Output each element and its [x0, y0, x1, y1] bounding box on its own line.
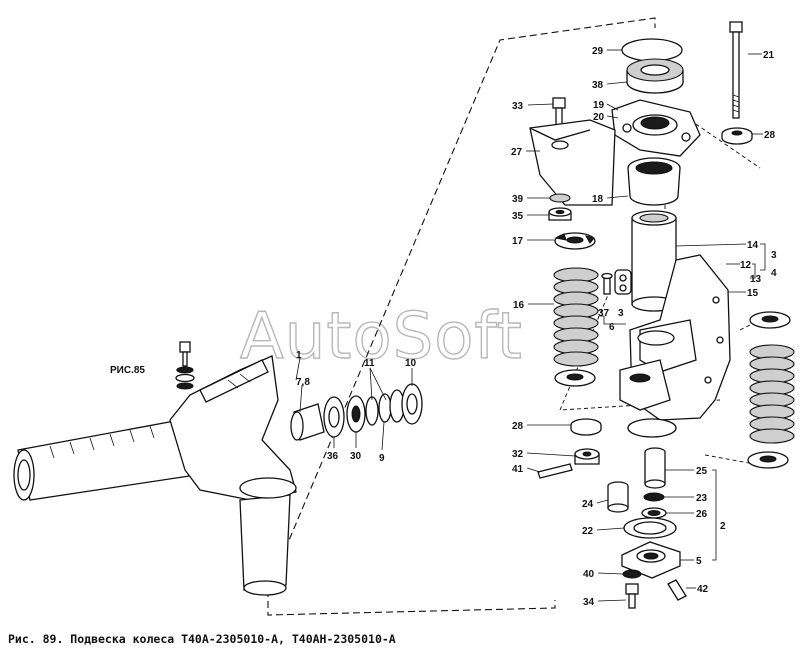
part-35-nut — [548, 207, 572, 221]
callout-labels: 29 21 38 33 19 20 28 27 18 39 35 17 14 3… — [296, 46, 777, 608]
callout-1: 1 — [296, 350, 302, 361]
callout-19: 19 — [593, 100, 605, 111]
callout-36: 36 — [327, 451, 339, 462]
part-26-ring — [641, 507, 667, 519]
part-27-cover — [529, 119, 616, 206]
figure-caption: Рис. 89. Подвеска колеса Т40А-2305010-А,… — [8, 632, 396, 646]
callout-32: 32 — [512, 449, 524, 460]
callout-25: 25 — [696, 466, 708, 477]
callout-40: 40 — [583, 569, 595, 580]
callout-28-top: 28 — [764, 130, 776, 141]
callout-41: 41 — [512, 464, 524, 475]
callout-2: 2 — [720, 521, 726, 532]
part-24-bushing — [607, 481, 629, 513]
part-19-flange — [611, 99, 701, 157]
part-17-spring-seat — [554, 232, 596, 250]
part-42-pin — [667, 579, 687, 601]
part-12-knuckle — [619, 254, 731, 421]
callout-30: 30 — [350, 451, 362, 462]
callout-3-small: 3 — [618, 308, 624, 319]
reference-bolt-stack — [175, 341, 195, 390]
callout-3: 3 — [771, 250, 777, 261]
part-28-washer-mid — [570, 418, 602, 436]
callout-39: 39 — [512, 194, 524, 205]
part-34-bolt — [625, 583, 639, 609]
part-5-bottom-cover — [621, 541, 681, 579]
callout-11: 11 — [364, 358, 375, 369]
callout-9: 9 — [379, 453, 385, 464]
callout-35: 35 — [512, 211, 524, 222]
callout-27: 27 — [511, 147, 523, 158]
callout-20: 20 — [593, 112, 605, 123]
part-41-cotter-pin — [537, 463, 573, 479]
part-40-washer — [622, 569, 642, 579]
bushing-stack — [290, 383, 423, 441]
callout-17: 17 — [512, 236, 524, 247]
part-32-nut — [574, 448, 600, 465]
part-28-washer-top — [721, 127, 753, 145]
part-38-bearing — [626, 58, 684, 94]
callout-7-8: 7,8 — [296, 377, 310, 388]
part-25-pin — [644, 447, 666, 489]
axle-beam-assembly — [13, 355, 297, 596]
callout-14: 14 — [747, 240, 759, 251]
part-39-washer — [549, 193, 571, 203]
callout-33: 33 — [512, 101, 524, 112]
assembly-dashed-lines — [267, 17, 761, 616]
callout-29: 29 — [592, 46, 604, 57]
part-18-cup — [627, 157, 681, 206]
lower-spring-seat-left — [554, 369, 596, 387]
part-22-gasket — [623, 517, 677, 539]
callout-26: 26 — [696, 509, 708, 520]
part-33-bolt — [552, 97, 566, 127]
seal-ring — [627, 418, 677, 438]
callout-23: 23 — [696, 493, 708, 504]
part-23-washer — [643, 492, 665, 502]
part-15-spring — [747, 311, 795, 469]
callout-4: 4 — [771, 268, 777, 279]
callout-6: 6 — [609, 322, 615, 333]
callout-10: 10 — [405, 358, 417, 369]
part-21-bolt — [729, 21, 743, 119]
callout-37: 37 — [598, 308, 610, 319]
callout-22: 22 — [582, 526, 594, 537]
callout-18: 18 — [592, 194, 604, 205]
callout-13: 13 — [750, 274, 762, 285]
callout-15: 15 — [747, 288, 759, 299]
callout-34: 34 — [583, 597, 595, 608]
callout-38: 38 — [592, 80, 604, 91]
callout-16: 16 — [513, 300, 525, 311]
callout-5: 5 — [696, 556, 702, 567]
part-16-spring — [553, 267, 599, 367]
watermark: AutoSoft — [240, 300, 523, 374]
callout-42: 42 — [697, 584, 709, 595]
callout-12: 12 — [740, 260, 752, 271]
callout-24: 24 — [582, 499, 594, 510]
callout-28-mid: 28 — [512, 421, 524, 432]
part-29-ring — [621, 38, 683, 62]
leader-lines — [175, 49, 766, 602]
reference-label: РИС.85 — [110, 365, 145, 376]
callout-21: 21 — [763, 50, 775, 61]
part-37-bolt-set — [601, 269, 632, 295]
